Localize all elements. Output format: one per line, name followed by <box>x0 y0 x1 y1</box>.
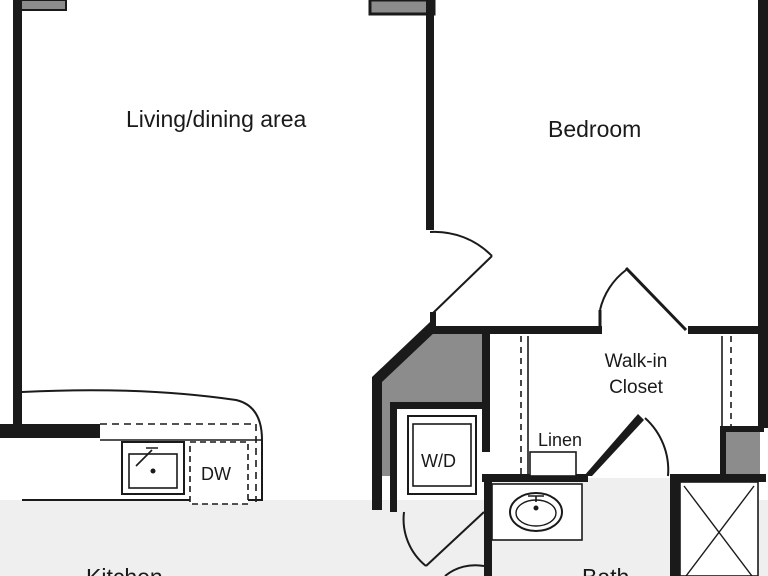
room-label-kitchen: Kitchen <box>86 566 163 576</box>
washer-dryer-inner <box>412 423 472 487</box>
column-top-center <box>368 0 436 16</box>
linen-shelf <box>529 451 577 477</box>
bath-faucet <box>528 495 544 502</box>
bath-sink-drain <box>533 505 539 511</box>
dishwasher <box>189 441 249 505</box>
room-label-linen: Linen <box>538 430 583 450</box>
kitchen-counter-outline <box>21 389 263 501</box>
room-label-living: Living/dining area <box>126 106 307 132</box>
wall-closet-diagonal <box>584 414 644 476</box>
walk-in-closet-line-1: Walk-in <box>604 351 668 372</box>
column-right <box>724 430 760 476</box>
kitchen-faucet <box>135 447 158 467</box>
column-top-left <box>19 0 67 11</box>
kitchen-counter-dashed <box>100 423 257 502</box>
kitchen-sink <box>121 441 185 495</box>
closet-shelves <box>520 336 732 474</box>
room-label-bath: Bath <box>582 566 629 576</box>
room-label-walk-in-closet: Walk-in Closet <box>596 349 676 401</box>
fixture-label-dishwasher: DW <box>201 464 231 484</box>
kitchen-sink-basin <box>128 453 178 489</box>
room-label-bedroom: Bedroom <box>548 116 642 142</box>
walk-in-closet-line-2: Closet <box>609 377 663 398</box>
washer-dryer <box>407 415 477 495</box>
door-swings <box>402 230 688 576</box>
bath-shower-cross <box>683 485 755 576</box>
wall-diagonal-segment <box>372 322 437 510</box>
fixture-label-washer-dryer: W/D <box>421 451 456 471</box>
kitchen-sink-drain <box>150 468 156 474</box>
